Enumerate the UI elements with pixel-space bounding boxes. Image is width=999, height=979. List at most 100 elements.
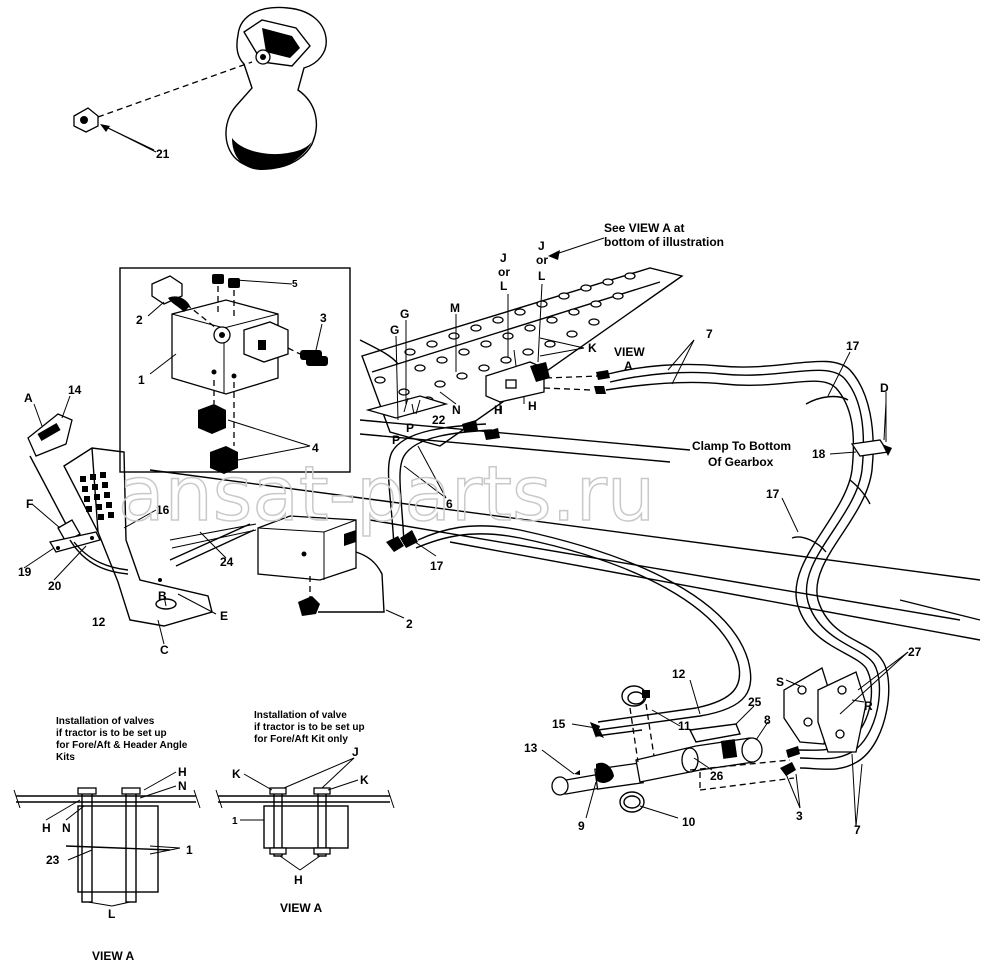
switch-panel — [63, 447, 213, 627]
callout-2b: 2 — [406, 617, 413, 631]
callout-L2: L — [538, 269, 545, 283]
callout-J1: J — [500, 251, 507, 265]
callout-G2: G — [400, 307, 409, 321]
callout-7a: 7 — [706, 327, 713, 341]
fittings-bottom — [198, 404, 238, 474]
callout-8: 8 — [764, 713, 771, 727]
view-left-N-top: N — [178, 779, 187, 793]
view-right-K-left: K — [232, 767, 241, 781]
callout-B: B — [158, 589, 167, 603]
callout-26: 26 — [710, 769, 724, 783]
view-right-title: VIEW A — [280, 901, 323, 915]
callout-D: D — [880, 381, 889, 395]
callout-22: 22 — [432, 413, 446, 427]
mounting-brackets — [783, 667, 867, 753]
callout-16: 16 — [156, 503, 170, 517]
lever-rod — [29, 455, 129, 575]
callout-25: 25 — [748, 695, 762, 709]
callout-H2: H — [528, 399, 537, 413]
valve-block — [171, 299, 289, 395]
clamp-18 — [850, 401, 892, 457]
fittings-top — [212, 274, 240, 288]
callout-13: 13 — [524, 741, 538, 755]
callout-21: 21 — [156, 147, 170, 161]
callout-view-A: A — [624, 359, 633, 373]
callout-17a: 17 — [430, 559, 444, 573]
view-left-N-left: N — [62, 821, 71, 835]
leader-lines — [23, 125, 909, 827]
callout-labels: 21 14 A F 19 20 12 16 B E C 24 2 5 3 1 4… — [18, 147, 922, 837]
callout-1: 1 — [138, 373, 145, 387]
callout-G1: G — [390, 323, 399, 337]
callout-C: C — [160, 643, 169, 657]
see-view-note-line2: bottom of illustration — [604, 235, 724, 249]
callout-A: A — [24, 391, 33, 405]
callout-S: S — [776, 675, 784, 689]
hose-clamp-11 — [621, 685, 650, 707]
clamp-note-line1: Clamp To Bottom — [692, 439, 791, 453]
clamp-note-line2: Of Gearbox — [708, 455, 774, 469]
plate-valve — [485, 283, 550, 414]
callout-20: 20 — [48, 579, 62, 593]
watermark: ansat-parts.ru — [118, 449, 655, 538]
callout-4: 4 — [312, 441, 319, 455]
callout-E: E — [220, 609, 228, 623]
view-left-L: L — [108, 907, 115, 921]
callout-L1: L — [500, 279, 507, 293]
hose-clamp-10 — [619, 791, 645, 813]
switch-connector — [73, 107, 99, 133]
view-left-caption-4: Kits — [56, 752, 75, 763]
view-right-caption-3: for Fore/Aft Kit only — [254, 734, 348, 745]
callout-11: 11 — [678, 719, 691, 733]
view-left-caption-3: for Fore/Aft & Header Angle — [56, 740, 188, 751]
callout-P1: P — [392, 433, 400, 447]
callout-H1: H — [494, 403, 503, 417]
callout-6: 6 — [446, 497, 453, 511]
joystick-handle — [225, 6, 327, 170]
tie-strap-17 — [791, 395, 871, 553]
hydraulic-cylinder — [551, 723, 763, 796]
callout-M: M — [450, 301, 460, 315]
callout-27: 27 — [908, 645, 922, 659]
callout-12b: 12 — [672, 667, 686, 681]
view-right-caption-2: if tractor is to be set up — [254, 722, 365, 733]
view-left-H-top: H — [178, 765, 187, 779]
valve-inset-box — [119, 267, 351, 473]
callout-12a: 12 — [92, 615, 106, 629]
view-a-left: Installation of valves if tractor is to … — [13, 716, 201, 963]
callout-14: 14 — [68, 383, 82, 397]
callout-10: 10 — [682, 815, 696, 829]
callout-P2: P — [406, 421, 414, 435]
frame-line-1 — [149, 469, 981, 581]
callout-K: K — [588, 341, 597, 355]
hose-bundle-7 — [605, 360, 890, 770]
view-a-right: Installation of valve if tractor is to b… — [215, 710, 395, 915]
callout-R: R — [864, 699, 873, 713]
fittings-side — [300, 350, 328, 366]
callout-J2: J — [538, 239, 545, 253]
small-valve-block — [257, 515, 357, 581]
callout-F: F — [26, 497, 33, 511]
callout-9: 9 — [578, 819, 585, 833]
view-left-1: 1 — [186, 843, 193, 857]
view-left-caption-1: Installation of valves — [56, 716, 155, 727]
view-right-H: H — [294, 873, 303, 887]
callout-5: 5 — [292, 279, 298, 290]
callout-3a: 3 — [320, 311, 327, 325]
callout-or2: or — [536, 253, 548, 267]
see-view-note-line1: See VIEW A at — [604, 221, 684, 235]
callout-view: VIEW — [614, 345, 645, 359]
view-left-title: VIEW A — [92, 949, 135, 963]
callout-7b: 7 — [854, 823, 861, 837]
view-left-H-left: H — [42, 821, 51, 835]
view-left-23: 23 — [46, 853, 60, 867]
view-right-1: 1 — [232, 816, 238, 827]
callout-17b: 17 — [846, 339, 860, 353]
view-right-K-right: K — [360, 773, 369, 787]
callout-15: 15 — [552, 717, 566, 731]
view-right-caption-1: Installation of valve — [254, 710, 347, 721]
callout-or1: or — [498, 265, 510, 279]
console-cap — [27, 413, 73, 457]
connector-plug — [151, 275, 190, 312]
